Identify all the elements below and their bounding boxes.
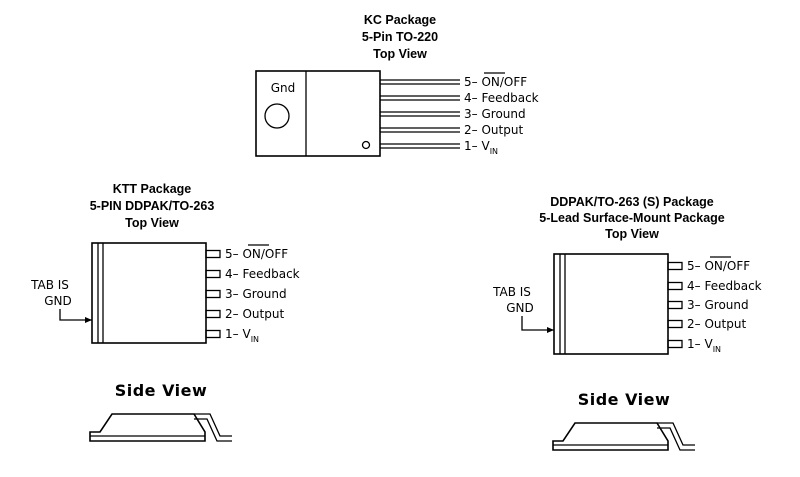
kc-pin-leads bbox=[380, 79, 460, 149]
ktt-pin-5-name: ON/OFF bbox=[242, 247, 288, 261]
ktt-side-view-drawing bbox=[89, 413, 232, 442]
kc-pin-1-number: 1 bbox=[464, 139, 472, 153]
kc-pin-3-number: 3 bbox=[464, 107, 472, 121]
ktt-package-body bbox=[91, 242, 207, 344]
ktt-tab-label-line-1: TAB IS bbox=[30, 278, 69, 292]
kc-title-line-1: KC Package bbox=[364, 13, 436, 27]
kc-pin-5-name: ON/OFF bbox=[481, 75, 527, 89]
ddpak-package-body bbox=[553, 253, 669, 355]
ktt-pin-3: 3– Ground bbox=[225, 287, 287, 301]
ktt-side-view-label: Side View bbox=[115, 381, 208, 400]
ktt-title-line-2: 5-PIN DDPAK/TO-263 bbox=[90, 199, 215, 213]
ddpak-package: DDPAK/TO-263 (S) Package 5-Lead Surface-… bbox=[492, 195, 762, 451]
ddpak-pin-1-number: 1 bbox=[687, 337, 695, 351]
ddpak-pin-4-name: Feedback bbox=[704, 279, 761, 293]
ktt-pin-2: 2– Output bbox=[225, 307, 284, 321]
ktt-pin-4-name: Feedback bbox=[242, 267, 299, 281]
ddpak-title-line-2: 5-Lead Surface-Mount Package bbox=[539, 211, 725, 225]
kc-pin-4-name: Feedback bbox=[481, 91, 538, 105]
ktt-package: KTT Package 5-PIN DDPAK/TO-263 Top View … bbox=[30, 182, 300, 442]
ktt-title-line-3: Top View bbox=[125, 216, 179, 230]
ddpak-pin-5-number: 5 bbox=[687, 259, 695, 273]
ddpak-title-line-3: Top View bbox=[605, 227, 659, 241]
kc-pin-5: 5– ON/OFF bbox=[464, 72, 527, 89]
ddpak-pin-3-name: Ground bbox=[704, 298, 748, 312]
ddpak-pin-2-name: Output bbox=[704, 317, 746, 331]
ktt-pin-1-subscript: IN bbox=[251, 335, 259, 344]
kc-title-line-2: 5-Pin TO-220 bbox=[362, 30, 438, 44]
ktt-pin-1-number: 1 bbox=[225, 327, 233, 341]
ktt-pin-3-name: Ground bbox=[242, 287, 286, 301]
kc-pin-5-number: 5 bbox=[464, 75, 472, 89]
kc-pin-2-name: Output bbox=[481, 123, 523, 137]
ktt-pin-3-number: 3 bbox=[225, 287, 233, 301]
svg-text:5– ON/OFF: 5– ON/OFF bbox=[225, 247, 288, 261]
kc-pin-2-number: 2 bbox=[464, 123, 472, 137]
kc-package: KC Package 5-Pin TO-220 Top View Gnd 5– … bbox=[255, 13, 539, 157]
ktt-pin-1-name: V bbox=[242, 327, 251, 341]
ktt-tab-arrowhead bbox=[85, 317, 92, 323]
ktt-title-line-1: KTT Package bbox=[113, 182, 192, 196]
ddpak-pin-1: 1– VIN bbox=[687, 337, 721, 354]
ktt-pin-4-number: 4 bbox=[225, 267, 233, 281]
ddpak-pin-leads bbox=[667, 261, 683, 349]
ktt-tab-label-line-2: GND bbox=[44, 294, 72, 308]
ddpak-pin-2-number: 2 bbox=[687, 317, 695, 331]
kc-pin-3-name: Ground bbox=[481, 107, 525, 121]
ktt-pin-2-number: 2 bbox=[225, 307, 233, 321]
kc-pin-4: 4– Feedback bbox=[464, 91, 539, 105]
ddpak-pin-5-name: ON/OFF bbox=[704, 259, 750, 273]
kc-pin-2: 2– Output bbox=[464, 123, 523, 137]
ddpak-side-view-label: Side View bbox=[578, 390, 671, 409]
ddpak-pin-3-number: 3 bbox=[687, 298, 695, 312]
ktt-pin-4: 4– Feedback bbox=[225, 267, 300, 281]
kc-tab-label: Gnd bbox=[271, 81, 296, 95]
ddpak-pin-1-subscript: IN bbox=[713, 345, 721, 354]
ktt-pin-5: 5– ON/OFF bbox=[225, 244, 288, 261]
ddpak-side-view-drawing bbox=[552, 422, 695, 451]
ddpak-pin-5: 5– ON/OFF bbox=[687, 256, 750, 273]
ddpak-pin-4-number: 4 bbox=[687, 279, 695, 293]
kc-title-line-3: Top View bbox=[373, 47, 427, 61]
ktt-pin-leads bbox=[205, 249, 221, 339]
ddpak-pin-3: 3– Ground bbox=[687, 298, 749, 312]
kc-pin-1-subscript: IN bbox=[490, 147, 498, 156]
ddpak-pin-2: 2– Output bbox=[687, 317, 746, 331]
ddpak-pin-4: 4– Feedback bbox=[687, 279, 762, 293]
ktt-pin-1: 1– VIN bbox=[225, 327, 259, 344]
ddpak-tab-label-line-1: TAB IS bbox=[492, 285, 531, 299]
ktt-tab-arrow bbox=[59, 309, 92, 321]
kc-mounting-hole bbox=[264, 103, 290, 129]
kc-pin-1-name: V bbox=[481, 139, 490, 153]
kc-pin-3: 3– Ground bbox=[464, 107, 526, 121]
ddpak-tab-arrowhead bbox=[547, 327, 554, 333]
kc-pin-4-number: 4 bbox=[464, 91, 472, 105]
svg-text:5– ON/OFF: 5– ON/OFF bbox=[464, 75, 527, 89]
kc-pin1-marker bbox=[361, 140, 371, 150]
kc-package-body bbox=[255, 70, 381, 157]
ddpak-title-line-1: DDPAK/TO-263 (S) Package bbox=[550, 195, 714, 209]
ktt-pin-2-name: Output bbox=[242, 307, 284, 321]
ktt-pin-5-number: 5 bbox=[225, 247, 233, 261]
ddpak-tab-arrow bbox=[521, 316, 554, 331]
kc-pin-1: 1– VIN bbox=[464, 139, 498, 156]
ddpak-tab-label-line-2: GND bbox=[506, 301, 534, 315]
ddpak-pin-1-name: V bbox=[704, 337, 713, 351]
svg-text:5– ON/OFF: 5– ON/OFF bbox=[687, 259, 750, 273]
